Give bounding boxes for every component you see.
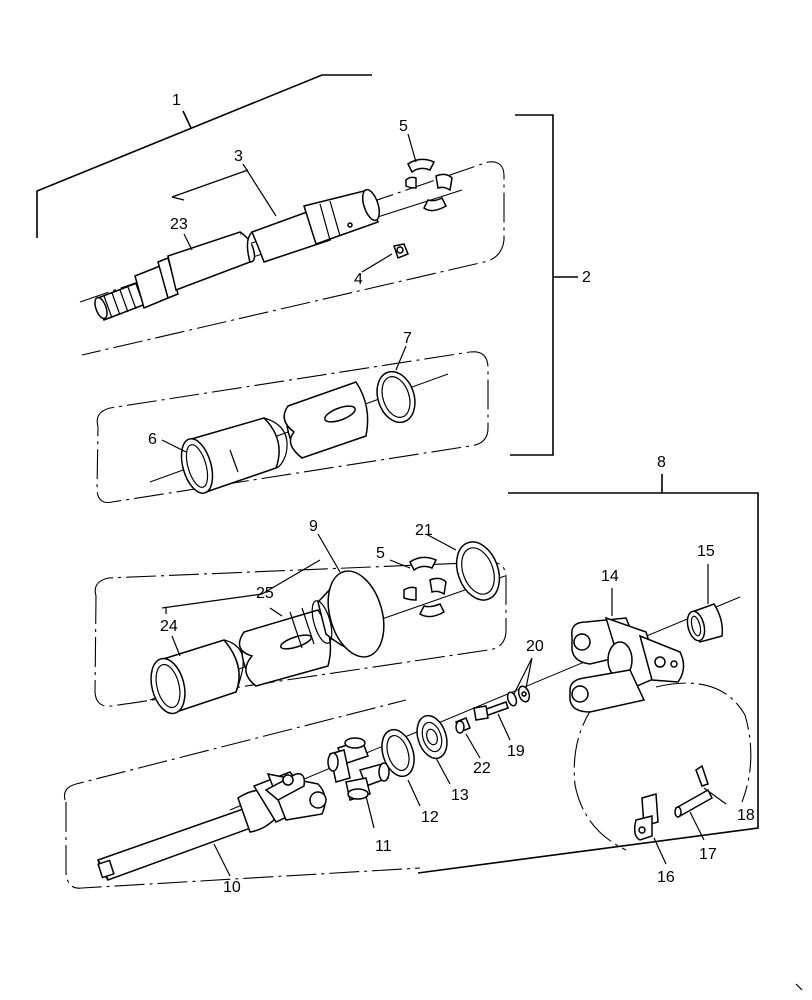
panel-tube-outline bbox=[96, 351, 489, 504]
callout-24: 24 bbox=[160, 618, 178, 635]
callout-14: 14 bbox=[601, 568, 619, 585]
shield-part-25 bbox=[238, 607, 332, 687]
callout-5-upper: 5 bbox=[399, 118, 408, 135]
callout-11: 11 bbox=[375, 838, 392, 855]
callout-6: 6 bbox=[148, 431, 157, 448]
grease-fitting-part-4 bbox=[393, 243, 409, 259]
callout-3: 3 bbox=[234, 148, 243, 165]
spring-pin-part-18 bbox=[695, 764, 709, 787]
yoke-shaft-part-10 bbox=[96, 771, 327, 881]
panel-shaft-outline bbox=[79, 161, 505, 356]
axis-line-yoke bbox=[229, 596, 741, 811]
detail-circle-outline bbox=[573, 682, 752, 851]
panel-shield-outline bbox=[94, 561, 507, 707]
callout-15: 15 bbox=[697, 543, 715, 560]
callout-7: 7 bbox=[403, 330, 412, 347]
tube-part-6 bbox=[180, 417, 288, 494]
bearing-part-13 bbox=[416, 714, 448, 760]
bushing-part-15 bbox=[686, 603, 724, 643]
callout-18: 18 bbox=[737, 807, 755, 824]
tube-part-24 bbox=[150, 639, 244, 715]
callout-10: 10 bbox=[223, 879, 241, 896]
inner-shaft-part-23 bbox=[94, 231, 256, 321]
snap-ring-part-7 bbox=[376, 370, 416, 424]
outer-shaft-part-3 bbox=[246, 188, 381, 263]
callout-25: 25 bbox=[256, 585, 274, 602]
callout-1: 1 bbox=[172, 92, 181, 109]
callout-8: 8 bbox=[657, 454, 666, 471]
panel-yoke-outline bbox=[63, 699, 421, 889]
callout-4: 4 bbox=[354, 271, 363, 288]
bracket-2 bbox=[510, 114, 578, 456]
callout-16: 16 bbox=[657, 869, 675, 886]
callout-20: 20 bbox=[526, 638, 544, 655]
pin-part-17 bbox=[674, 788, 713, 818]
callout-17: 17 bbox=[699, 846, 717, 863]
callout-5-lower: 5 bbox=[376, 545, 385, 562]
outer-tube-half bbox=[283, 381, 369, 459]
callout-23: 23 bbox=[170, 216, 188, 233]
bushing-part-22 bbox=[455, 717, 471, 734]
callout-labels: 1 2 3 4 5 5 6 7 8 9 10 11 12 13 14 15 16… bbox=[148, 92, 755, 896]
callout-22: 22 bbox=[473, 760, 491, 777]
yoke-part-14 bbox=[569, 616, 685, 713]
latch-part-16 bbox=[633, 793, 659, 841]
leader-lines bbox=[161, 133, 727, 877]
snap-ring-part-12 bbox=[381, 728, 415, 778]
washers-part-20 bbox=[506, 685, 531, 707]
corner-mark bbox=[795, 983, 803, 991]
cross-part-11 bbox=[327, 737, 390, 801]
bolt-part-19 bbox=[473, 701, 509, 721]
shield-cone-part-9 bbox=[311, 570, 385, 658]
callout-19: 19 bbox=[507, 743, 525, 760]
bracket-8 bbox=[417, 474, 759, 874]
callout-13: 13 bbox=[451, 787, 469, 804]
bracket-1 bbox=[36, 74, 372, 238]
locking-segments-part-5-upper bbox=[405, 158, 453, 212]
callout-2: 2 bbox=[582, 269, 591, 286]
locking-segments-part-5-lower bbox=[403, 556, 447, 618]
callout-12: 12 bbox=[421, 809, 439, 826]
ring-part-21 bbox=[455, 541, 501, 601]
callout-9: 9 bbox=[309, 518, 318, 535]
callout-21: 21 bbox=[415, 522, 433, 539]
